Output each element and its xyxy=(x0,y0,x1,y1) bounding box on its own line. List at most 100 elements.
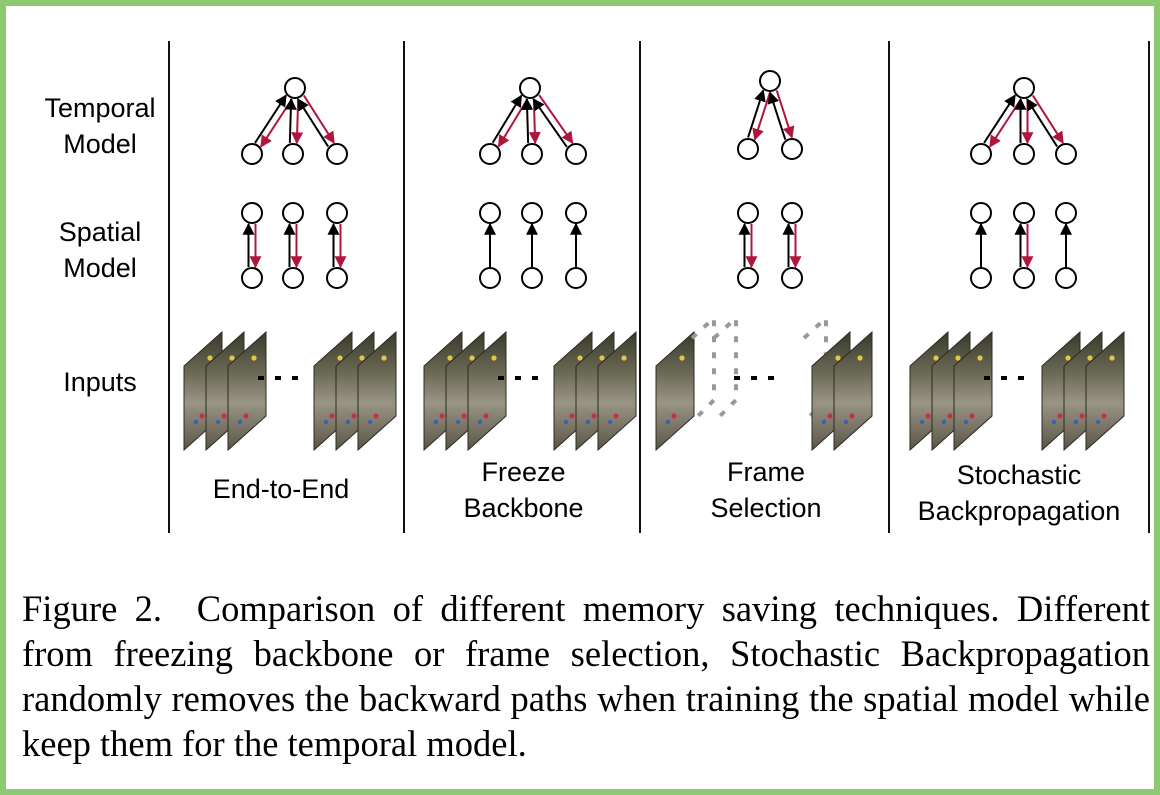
panel-3-spatial-bottom-node xyxy=(1013,267,1035,289)
panel-0-temporal-input-node xyxy=(282,143,304,165)
panel-1-input-stack-right-frame-marker xyxy=(607,419,613,425)
panel-1-input-stack-right xyxy=(553,330,637,452)
panel-0-input-stack-right-frame-marker xyxy=(351,413,357,419)
panel-0-input-stack-right-frame-marker xyxy=(329,413,335,419)
panel-0-spatial-bottom-node xyxy=(282,267,304,289)
panel-1-input-stack-right-frame-marker xyxy=(613,413,619,419)
panel-3-input-stack-left-frame-marker xyxy=(963,419,969,425)
panel-0-spatial-top-node xyxy=(241,202,263,224)
panel-0-input-stack-left-frame-marker xyxy=(221,413,227,419)
panel-0-input-stack-right-frame-marker xyxy=(345,419,351,425)
panel-label-stochastic-backpropagation: Stochastic Backpropagation xyxy=(917,460,1121,526)
panel-1-input-stack-left-frame-marker xyxy=(433,419,439,425)
panel-1-spatial-top-node xyxy=(479,202,501,224)
panel-2-input-stack-right-frame-highlight xyxy=(857,355,863,361)
panel-0-temporal-edge-0-forward-arrow xyxy=(254,94,287,144)
panel-3-input-stack-left-frame-marker xyxy=(941,419,947,425)
panel-label-freeze-backbone: Freeze Backbone xyxy=(463,457,584,523)
panel-3-temporal-edge-2-backward-arrow xyxy=(1032,94,1064,144)
panel-3-input-stack-left xyxy=(909,330,993,452)
panel-0-input-stack-left-frame-highlight xyxy=(251,355,257,361)
panel-3-input-stack-right-frame-marker xyxy=(1057,413,1063,419)
panel-1-temporal-edge-2-forward-arrow xyxy=(532,98,568,148)
panel-1-input-stack-right-frame xyxy=(597,330,637,452)
panel-3-input-stack-right xyxy=(1041,330,1125,452)
panel-3-input-stack-left-frame-highlight xyxy=(977,355,983,361)
panel-3-temporal-input-node xyxy=(1013,143,1035,165)
panel-3-input-stack-left-frame-marker xyxy=(947,413,953,419)
panel-0-temporal-input-node xyxy=(241,143,263,165)
panel-3-input-stack-left-frame-highlight xyxy=(933,355,939,361)
panel-1-input-stack-right-frame-highlight xyxy=(621,355,627,361)
panel-0-temporal-edge-1-backward-arrow xyxy=(291,99,304,145)
panel-1-temporal-edge-1-forward-arrow xyxy=(521,97,534,144)
panel-1-temporal-edge-2-backward-arrow xyxy=(538,94,574,144)
panel-label-end-to-end: End-to-End xyxy=(212,474,350,504)
panel-1-input-stack-left-frame xyxy=(467,330,507,452)
panel-1-spatial-top-node xyxy=(565,202,587,224)
panel-3-temporal-edge-0-backward-arrow xyxy=(989,98,1022,148)
panel-2-temporal-input-node xyxy=(737,138,759,160)
panel-3-spatial-top-node xyxy=(1055,202,1077,224)
panel-2-input-stack-right-frame-marker xyxy=(849,413,855,419)
panel-2-spatial-bottom-node xyxy=(781,267,803,289)
panel-3-input-stack-right-frame-marker xyxy=(1095,419,1101,425)
panel-1-input-stack-left-frame-marker xyxy=(477,419,483,425)
panel-0-input-stack-right xyxy=(313,330,397,452)
panel-2-input-stack-right xyxy=(802,313,873,452)
panel-1-input-stack-left-frame-highlight xyxy=(491,355,497,361)
panel-0-input-stack-left-frame-highlight xyxy=(229,355,235,361)
panel-0-spatial-bottom-node xyxy=(241,267,263,289)
panel-2-input-stack-left-dropped-frame xyxy=(690,313,716,424)
panel-2-input-stack-left-dropped-frame xyxy=(712,313,738,424)
panel-2-input-stack-right-frame-marker xyxy=(821,419,827,425)
panel-0-input-stack-right-frame-highlight xyxy=(359,355,365,361)
panel-2-temporal-edge-1-backward-arrow xyxy=(775,90,795,139)
panel-3-input-stack-right-frame-highlight xyxy=(1087,355,1093,361)
panel-3-input-stack-right-frame-highlight xyxy=(1109,355,1115,361)
panel-1-temporal-input-node xyxy=(479,143,501,165)
panel-0-input-stack-right-frame-marker xyxy=(373,413,379,419)
panel-0-temporal-top-node xyxy=(284,77,306,99)
row-label-spatial: Spatial Model xyxy=(58,217,142,283)
panel-1-temporal-input-node xyxy=(521,143,543,165)
panel-1-input-stack-left-frame-marker xyxy=(455,419,461,425)
panel-0-temporal-edge-2-backward-arrow xyxy=(303,94,335,144)
panel-3-spatial-top-node xyxy=(970,202,992,224)
panel-3-spatial-bottom-node xyxy=(970,267,992,289)
panel-3-input-stack-left-frame xyxy=(953,330,993,452)
panel-0-input-stack-left-frame-marker xyxy=(215,419,221,425)
row-label-inputs: Inputs xyxy=(63,367,137,397)
panel-1-input-stack-right-frame-marker xyxy=(563,419,569,425)
panel-3-input-stack-left-frame-highlight xyxy=(955,355,961,361)
panel-0-input-stack-right-frame xyxy=(357,330,397,452)
panel-0-temporal-edge-2-forward-arrow xyxy=(297,98,329,148)
panel-1-input-stack-left-frame-highlight xyxy=(447,355,453,361)
panel-1-input-stack-left-frame-marker xyxy=(439,413,445,419)
panel-3-temporal-input-node xyxy=(970,143,992,165)
panel-0-input-stack-right-frame-marker xyxy=(367,419,373,425)
panel-2-input-stack-left-frame-highlight xyxy=(679,355,685,361)
panel-1-spatial-top-node xyxy=(521,202,543,224)
panel-0-input-stack-left-frame-highlight xyxy=(207,355,213,361)
panel-2-input-stack-left-frame-marker xyxy=(665,419,671,425)
panel-3-input-stack-right-frame-marker xyxy=(1101,413,1107,419)
panel-3-spatial-top-node xyxy=(1013,202,1035,224)
panel-2-temporal-input-node xyxy=(781,138,803,160)
panel-0-temporal-edge-1-forward-arrow xyxy=(284,97,297,143)
panel-1-input-stack-left-frame-highlight xyxy=(469,355,475,361)
panel-label-frame-selection: Frame Selection xyxy=(710,457,822,523)
panel-1-spatial-bottom-node xyxy=(565,267,587,289)
panel-2-temporal-edge-0-backward-arrow xyxy=(752,92,771,141)
panel-1-input-stack-right-frame-marker xyxy=(591,413,597,419)
panel-3-input-stack-left-frame-marker xyxy=(925,413,931,419)
panel-1-temporal-edge-1-backward-arrow xyxy=(528,98,541,145)
panel-1-input-stack-left xyxy=(423,330,507,452)
panel-3-input-stack-right-frame-highlight xyxy=(1065,355,1071,361)
panel-2-input-stack-left-frame xyxy=(655,330,695,452)
panel-2-input-stack-left-frame-marker xyxy=(671,413,677,419)
panel-1-input-stack-left-frame-marker xyxy=(483,413,489,419)
panel-2-temporal-top-node xyxy=(759,70,781,92)
panel-2-input-stack-right-frame-marker xyxy=(843,419,849,425)
panel-1-temporal-edge-0-backward-arrow xyxy=(497,98,529,148)
